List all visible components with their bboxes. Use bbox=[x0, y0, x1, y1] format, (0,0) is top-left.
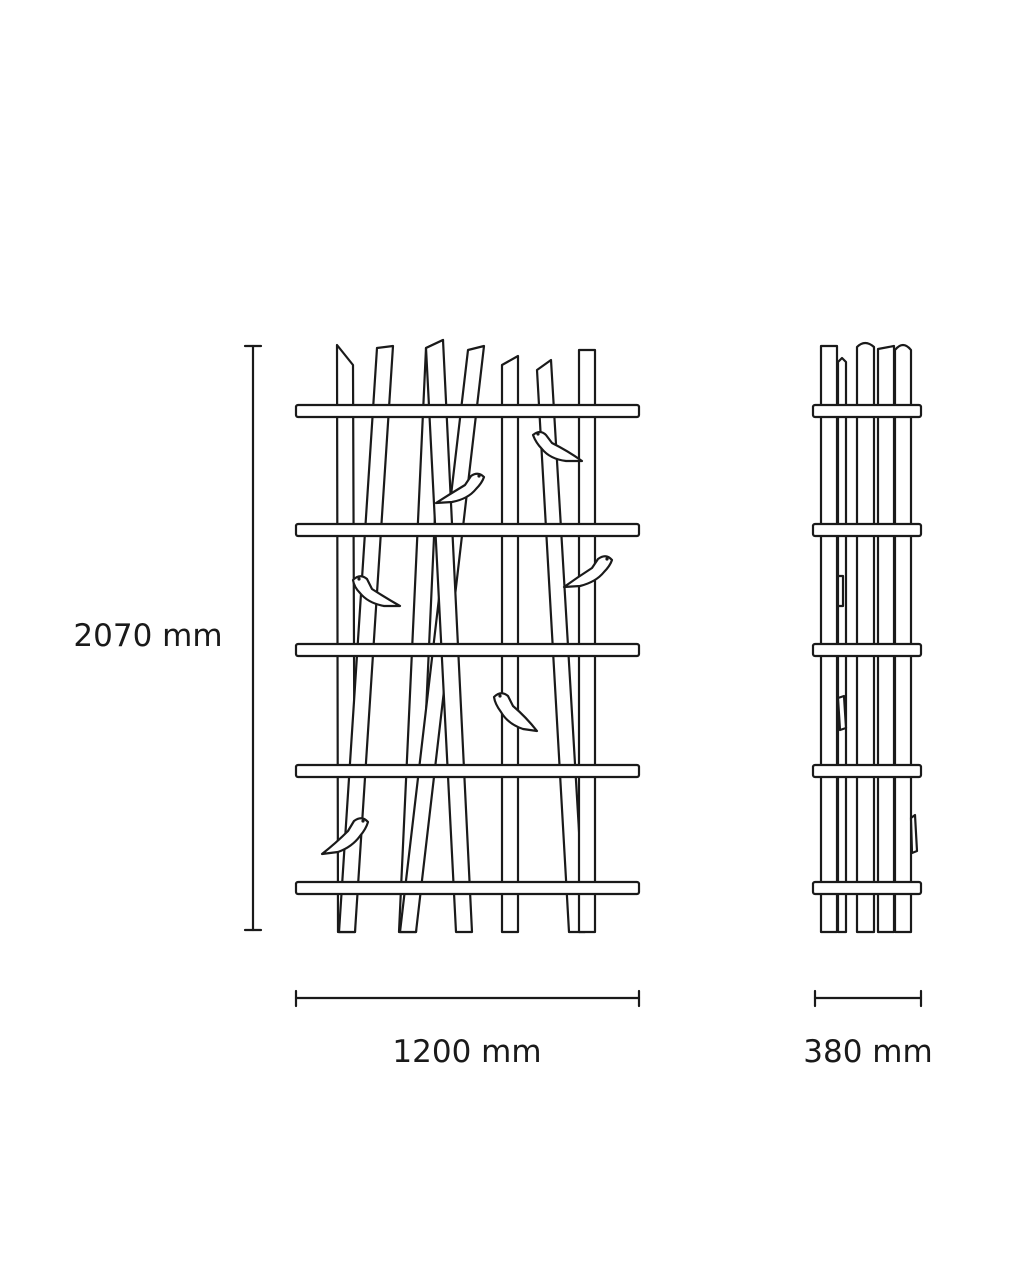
side-pole-3 bbox=[855, 341, 876, 934]
front-shelf-3 bbox=[294, 642, 641, 658]
front-pole-2 bbox=[337, 344, 395, 934]
front-shelf-5 bbox=[294, 880, 641, 896]
bird-icon bbox=[492, 692, 539, 733]
depth-dimension bbox=[813, 989, 923, 1008]
height-label: 2070 mm bbox=[73, 618, 222, 654]
bird-icon bbox=[351, 575, 402, 608]
side-pole-5 bbox=[893, 343, 913, 934]
bird-side-icon bbox=[909, 813, 919, 855]
side-shelf-1 bbox=[811, 403, 923, 419]
side-poles bbox=[819, 341, 913, 934]
bird-icon bbox=[562, 555, 614, 589]
height-dimension bbox=[243, 344, 263, 932]
side-shelves bbox=[811, 403, 923, 896]
bird-icon bbox=[434, 472, 486, 505]
bird-side-icon bbox=[836, 694, 848, 732]
side-shelf-3 bbox=[811, 642, 923, 658]
side-pole-1 bbox=[819, 344, 839, 934]
front-view bbox=[294, 338, 641, 934]
front-pole-5 bbox=[424, 338, 474, 934]
width-label: 1200 mm bbox=[392, 1034, 541, 1070]
front-shelf-4 bbox=[294, 763, 641, 779]
front-shelf-2 bbox=[294, 522, 641, 538]
front-shelves bbox=[294, 403, 641, 896]
front-pole-8 bbox=[577, 348, 597, 934]
bird-icon bbox=[320, 817, 370, 856]
side-shelf-4 bbox=[811, 763, 923, 779]
front-birds bbox=[320, 430, 614, 856]
side-shelf-5 bbox=[811, 880, 923, 896]
bird-icon bbox=[531, 430, 584, 463]
side-pole-4 bbox=[876, 344, 896, 934]
front-poles bbox=[335, 338, 597, 934]
bird-side-icon bbox=[836, 574, 845, 608]
side-shelf-2 bbox=[811, 522, 923, 538]
side-birds bbox=[836, 574, 919, 855]
front-shelf-1 bbox=[294, 403, 641, 419]
depth-label: 380 mm bbox=[803, 1034, 932, 1070]
side-view bbox=[811, 341, 923, 934]
width-dimension bbox=[294, 989, 641, 1008]
